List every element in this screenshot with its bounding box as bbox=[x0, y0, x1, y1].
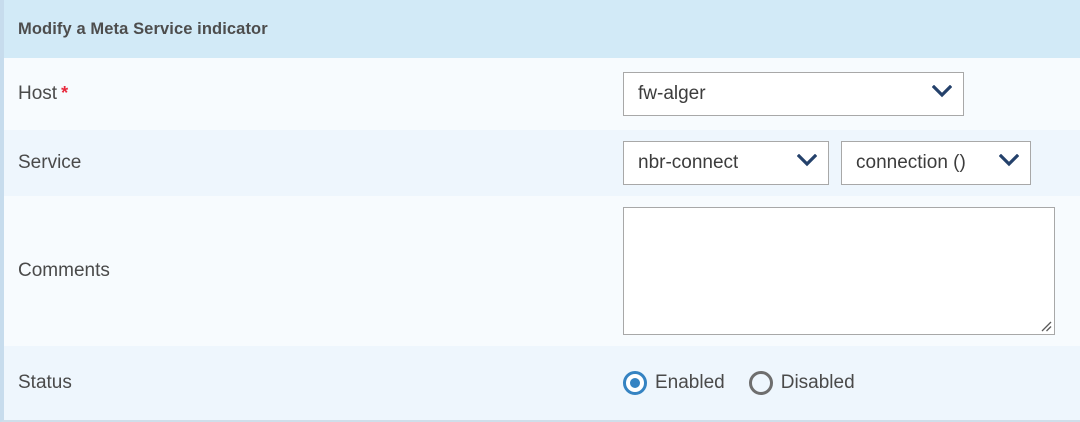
service-metric-select-value: connection () bbox=[856, 152, 966, 173]
chevron-down-icon bbox=[931, 84, 953, 103]
host-control: fw-alger bbox=[623, 72, 1066, 116]
service-control: nbr-connect connection () bbox=[623, 141, 1066, 185]
radio-unselected-icon[interactable] bbox=[748, 371, 773, 395]
service-metric-select[interactable]: connection () bbox=[841, 141, 1031, 185]
status-radio-group: Enabled Disabled bbox=[623, 371, 855, 395]
form-row-comments: Comments bbox=[4, 196, 1080, 346]
radio-selected-icon[interactable] bbox=[623, 371, 647, 395]
status-radio-enabled[interactable]: Enabled bbox=[623, 371, 725, 395]
service-label: Service bbox=[18, 151, 82, 173]
chevron-down-icon bbox=[998, 153, 1020, 172]
comments-control bbox=[623, 207, 1066, 335]
comments-textarea[interactable] bbox=[624, 208, 1054, 334]
status-radio-disabled-label: Disabled bbox=[780, 372, 855, 393]
form-row-host: Host* fw-alger bbox=[4, 58, 1080, 130]
host-select-value: fw-alger bbox=[638, 83, 706, 104]
comments-label: Comments bbox=[18, 259, 110, 281]
required-asterisk: * bbox=[61, 82, 69, 103]
form-row-service: Service nbr-connect connection () bbox=[4, 130, 1080, 196]
chevron-down-icon bbox=[796, 153, 818, 172]
page-title: Modify a Meta Service indicator bbox=[18, 19, 268, 38]
host-label: Host* bbox=[18, 83, 623, 106]
service-select-value: nbr-connect bbox=[638, 152, 739, 173]
status-label: Status bbox=[18, 371, 72, 393]
host-label-text: Host bbox=[18, 82, 58, 104]
panel-header: Modify a Meta Service indicator bbox=[4, 0, 1080, 58]
status-radio-enabled-label: Enabled bbox=[655, 372, 725, 393]
status-radio-disabled[interactable]: Disabled bbox=[748, 371, 855, 395]
form-row-status: Status Enabled Disabled bbox=[4, 346, 1080, 420]
comments-textarea-wrapper[interactable] bbox=[623, 207, 1055, 335]
status-control: Enabled Disabled bbox=[623, 371, 1066, 395]
host-select[interactable]: fw-alger bbox=[623, 72, 964, 116]
service-select[interactable]: nbr-connect bbox=[623, 141, 829, 185]
